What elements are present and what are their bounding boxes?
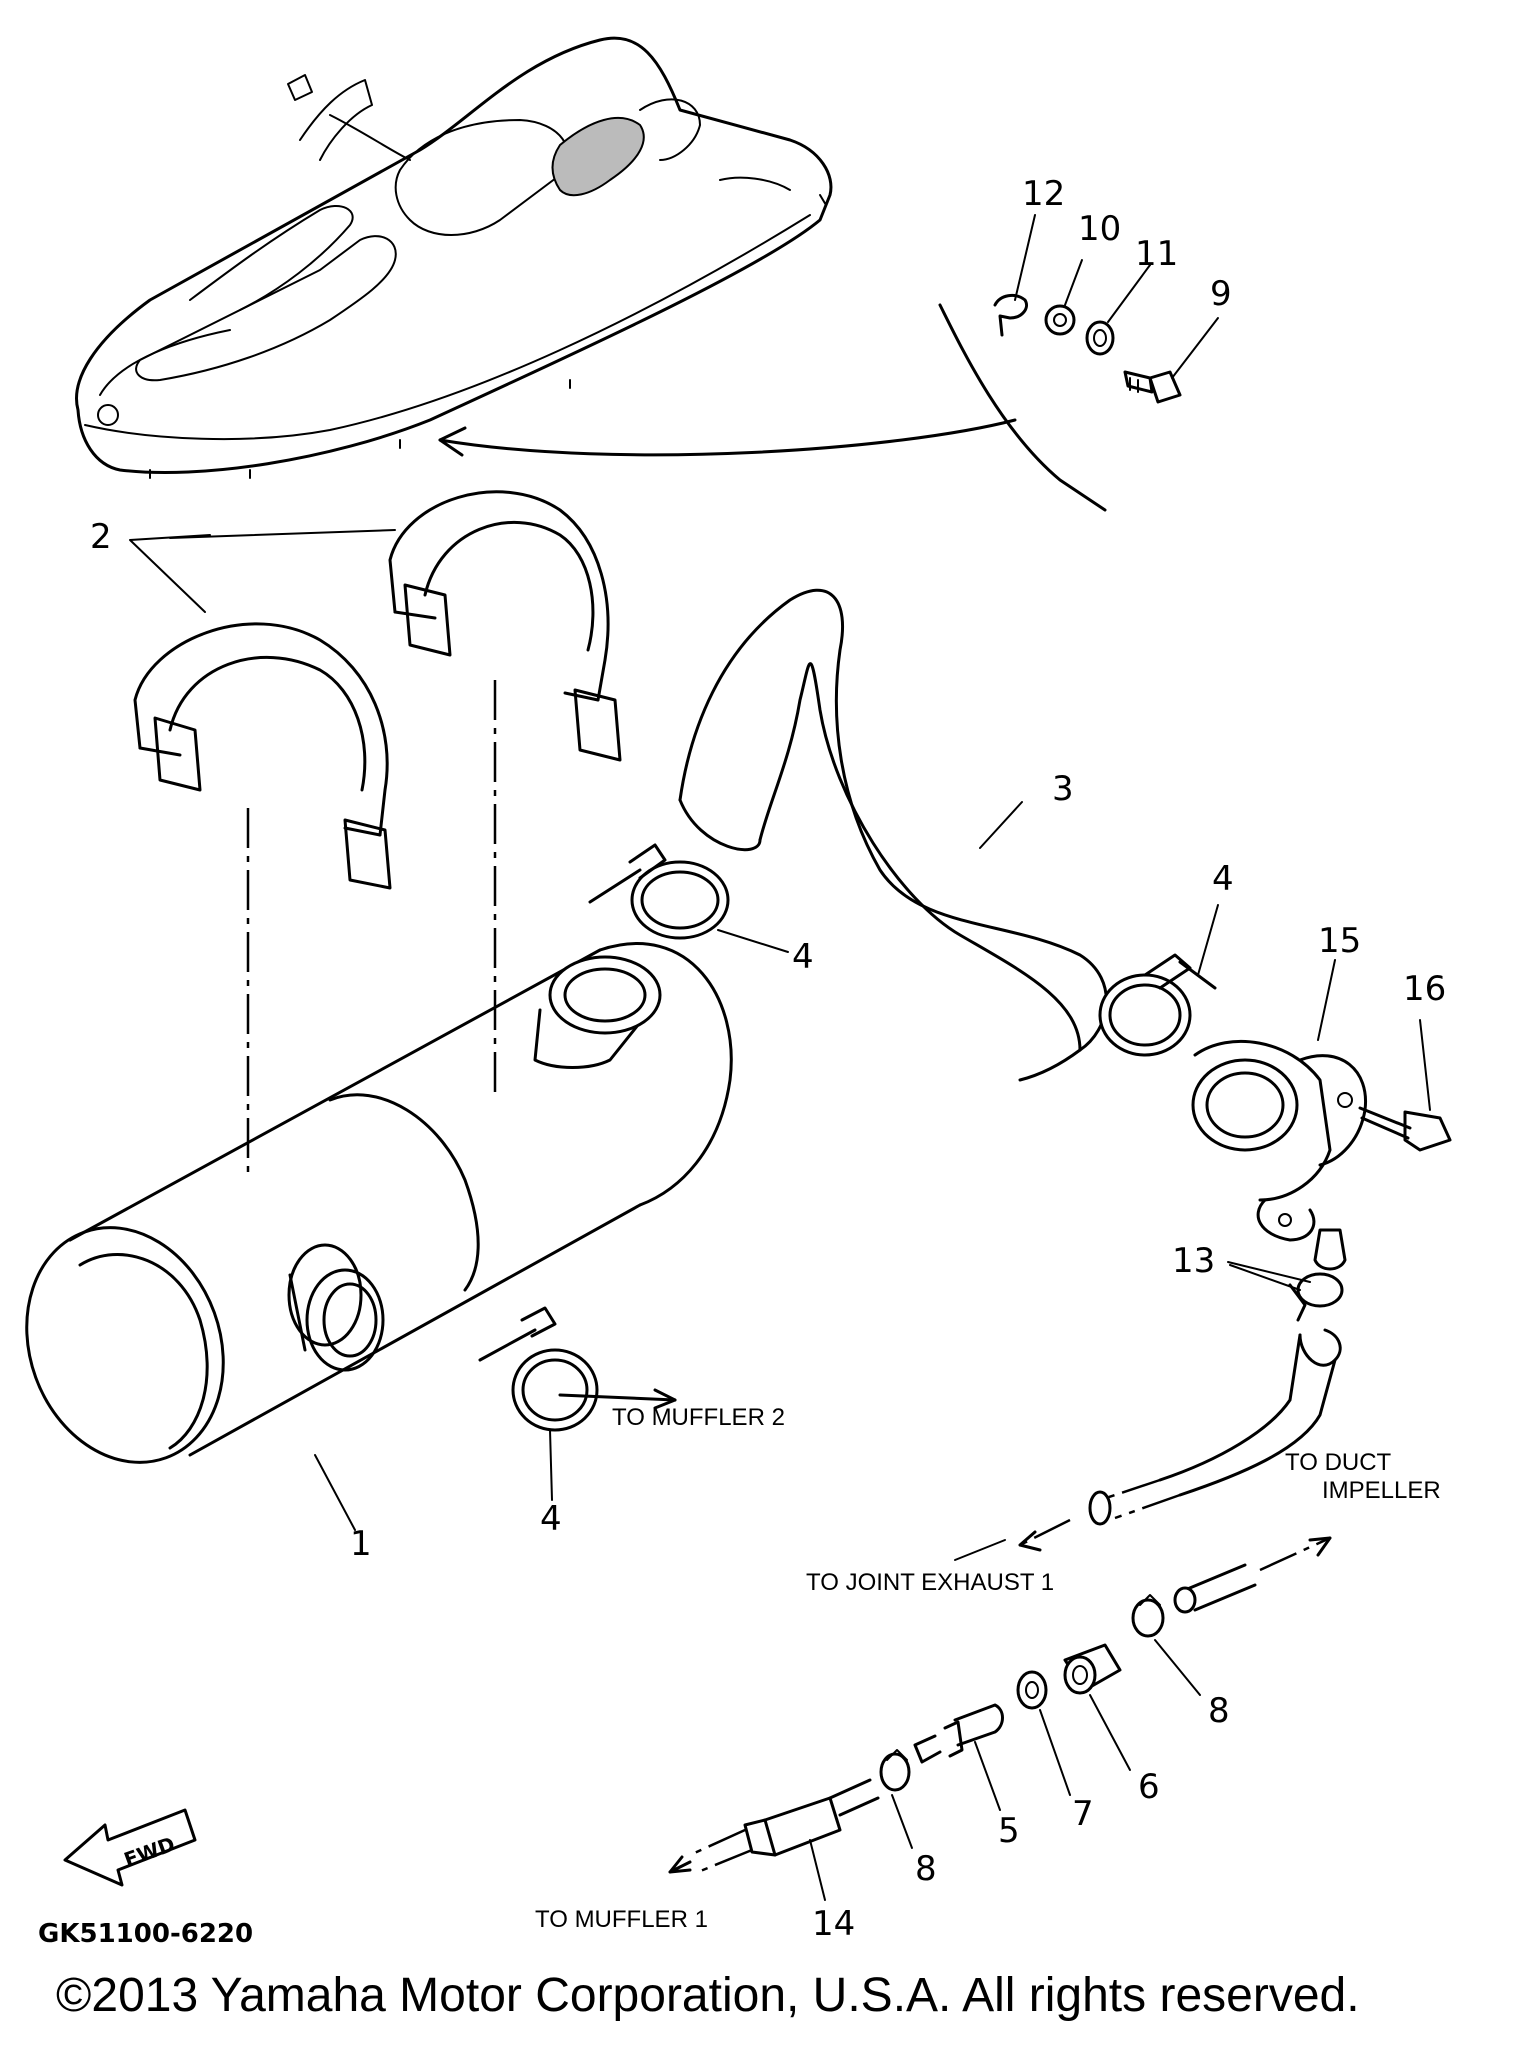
part-number-4-bottom: 4 (540, 1499, 562, 1539)
part-number-8-right: 8 (1208, 1691, 1230, 1731)
hull-callout-arrow (438, 418, 1017, 457)
part-number-9: 9 (1210, 274, 1232, 314)
muffler-body (25, 942, 733, 1464)
part-number-1: 1 (350, 1524, 372, 1564)
muffler-strap-left (133, 622, 392, 890)
exhaust-hose (678, 588, 1108, 1082)
label-to-duct: TO DUCT (1285, 1449, 1392, 1476)
part-number-10: 10 (1078, 209, 1121, 249)
part-number-4-mid: 4 (1212, 859, 1234, 899)
part-number-15: 15 (1318, 921, 1361, 961)
part-number-5: 5 (998, 1811, 1020, 1851)
label-to-muffler-1: TO MUFFLER 1 (535, 1906, 708, 1933)
label-impeller: IMPELLER (1322, 1477, 1441, 1504)
copyright-notice: ©2013 Yamaha Motor Corporation, U.S.A. A… (56, 1969, 1360, 2022)
part-number-8-left: 8 (915, 1849, 937, 1889)
bolt-16 (1358, 1106, 1452, 1152)
part-number-7: 7 (1072, 1794, 1094, 1834)
fwd-label: FWD (121, 1832, 178, 1872)
part-number-2: 2 (90, 517, 112, 557)
mounting-hardware (993, 293, 1182, 404)
muffler-strap-right (388, 490, 622, 762)
hose-clamp-top (588, 843, 730, 940)
part-number-3: 3 (1052, 769, 1074, 809)
label-to-muffler-2: TO MUFFLER 2 (612, 1404, 785, 1431)
hose-clamp-mid (1098, 953, 1217, 1057)
part-number-4-top: 4 (792, 937, 814, 977)
hose-clamp-bottom (478, 1306, 599, 1432)
joint-exhaust (1191, 1039, 1368, 1271)
part-number-13: 13 (1172, 1241, 1215, 1281)
watercraft-illustration (75, 36, 833, 479)
label-to-joint-exhaust-1: TO JOINT EXHAUST 1 (806, 1569, 1054, 1596)
fwd-arrow-icon: FWD (63, 1808, 197, 1887)
clamp-13 (1288, 1272, 1344, 1322)
part-number-6: 6 (1138, 1767, 1160, 1807)
diagram-code: GK51100-6220 (38, 1919, 253, 1949)
part-number-12: 12 (1022, 174, 1065, 214)
fitting-assembly (668, 1536, 1332, 1874)
cooling-tube (1088, 1328, 1342, 1526)
part-number-14: 14 (812, 1904, 855, 1944)
part-number-16: 16 (1403, 969, 1446, 1009)
part-number-11: 11 (1135, 234, 1178, 274)
